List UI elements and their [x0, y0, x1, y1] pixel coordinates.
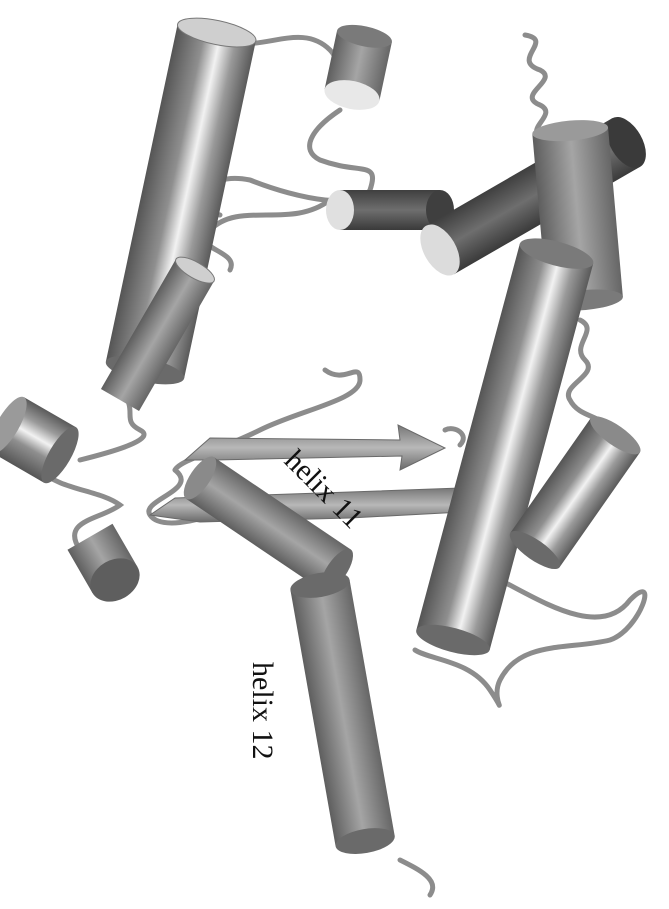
helix-left-short: [0, 392, 86, 488]
helix-top-small: [322, 21, 394, 115]
helices: [0, 12, 654, 858]
coil-right-top: [525, 35, 546, 140]
helix-12-label: helix 12: [246, 662, 279, 760]
coil-bottom-tail: [400, 860, 433, 895]
coil-upper-loop: [205, 200, 330, 270]
helix-bottom-left: [67, 524, 147, 611]
helix-12: [288, 568, 396, 858]
coil-beta-right: [445, 429, 463, 445]
